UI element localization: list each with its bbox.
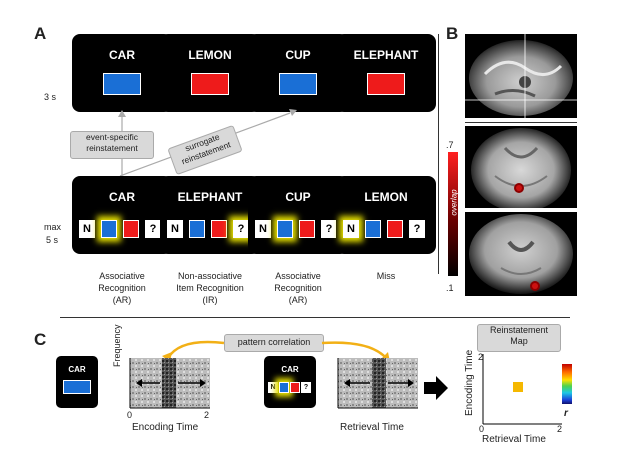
retrieval-trial-screen: CAR N ? <box>264 356 316 408</box>
condition-line: Recognition <box>98 283 146 293</box>
ret-xlabel: Retrieval Time <box>340 422 404 433</box>
option-blue-selected <box>101 220 117 238</box>
option-unsure-selected: ? <box>233 220 249 238</box>
encoding-word: CAR <box>109 48 135 62</box>
condition-line: (AR) <box>288 295 308 305</box>
map-xlabel: Retrieval Time <box>482 434 546 445</box>
option-new: N <box>255 220 271 238</box>
retrieval-trial-1: CAR N ? <box>72 176 172 254</box>
encoding-word: CAR <box>68 365 86 374</box>
encoding-trial-screen: CAR <box>56 356 98 408</box>
mri-axial-image <box>465 126 577 208</box>
option-blue <box>189 220 205 238</box>
panel-b-label: B <box>446 24 459 43</box>
condition-line: Item Recognition <box>176 283 244 293</box>
mri-divider <box>465 122 577 123</box>
condition-label-4: Miss <box>330 270 442 282</box>
retrieval-trial-4: LEMON N ? <box>336 176 436 254</box>
enc-axis-zero: 0 <box>127 410 133 420</box>
mri-sagittal-image <box>465 34 577 118</box>
option-red <box>387 220 403 238</box>
callout-event-specific: event-specific reinstatement <box>70 131 154 159</box>
condition-line: Associative <box>275 271 321 281</box>
option-blue <box>365 220 381 238</box>
reinstatement-map-axes <box>482 354 562 425</box>
option-red <box>299 220 315 238</box>
encoding-word: LEMON <box>188 48 232 62</box>
panel-c-label: C <box>34 330 47 349</box>
callout-line: reinstatement <box>86 143 138 153</box>
option-blue-selected <box>277 220 293 238</box>
retrieval-options: N ? <box>268 382 312 394</box>
overlap-colorbar <box>448 152 458 276</box>
encoding-trial-1: CAR <box>72 34 172 112</box>
map-x-zero: 0 <box>479 424 485 434</box>
option-new: N <box>167 220 183 238</box>
separator-vertical <box>438 34 439 274</box>
option-unsure: ? <box>409 220 425 238</box>
option-red <box>123 220 139 238</box>
r-label: r <box>564 408 568 419</box>
panel-a-label: A <box>34 24 47 43</box>
retrieval-word: ELEPHANT <box>177 190 243 204</box>
condition-line: Recognition <box>274 283 322 293</box>
color-square-red <box>367 73 405 95</box>
color-square-red <box>191 73 229 95</box>
retrieval-word: CAR <box>109 190 135 204</box>
color-square-blue <box>103 73 141 95</box>
map-ylabel: Encoding Time <box>464 349 475 416</box>
condition-line: (AR) <box>112 295 132 305</box>
scale-min-label: .1 <box>446 283 454 293</box>
scale-max-label: .7 <box>446 140 454 150</box>
separator-horizontal <box>60 317 570 318</box>
retrieval-word: LEMON <box>364 190 408 204</box>
option-red <box>290 382 300 393</box>
option-new: N <box>79 220 95 238</box>
condition-line: Non-associative <box>177 271 243 281</box>
retrieval-word: CAR <box>281 365 299 374</box>
r-colorbar <box>562 364 572 404</box>
retrieval-word: CUP <box>285 190 311 204</box>
retrieval-trial-2: ELEPHANT N ? <box>160 176 260 254</box>
condition-line: Associative <box>99 271 145 281</box>
option-new-selected: N <box>343 220 359 238</box>
timing-retrieval-max: max <box>44 222 62 232</box>
retrieval-trial-3: CUP N ? <box>248 176 348 254</box>
color-square-blue <box>279 73 317 95</box>
enc-xlabel: Encoding Time <box>132 422 199 433</box>
encoding-trial-2: LEMON <box>160 34 260 112</box>
map-title-line: Map <box>510 336 528 346</box>
encoding-spectrogram <box>129 358 210 409</box>
enc-ylabel: Frequency <box>112 324 122 367</box>
mri-coronal-image <box>465 212 577 296</box>
condition-line: Miss <box>376 271 396 281</box>
map-title-box: Reinstatement Map <box>477 324 561 352</box>
condition-label-2: Non-associative Item Recognition (IR) <box>154 270 266 306</box>
option-new: N <box>268 382 278 393</box>
retrieval-spectrogram <box>337 358 418 409</box>
timing-encoding: 3 s <box>44 92 57 102</box>
callout-line: event-specific <box>86 132 138 142</box>
encoding-word: CUP <box>285 48 311 62</box>
map-x-two: 2 <box>557 424 563 434</box>
encoding-trial-4: ELEPHANT <box>336 34 436 112</box>
map-y-two: 2 <box>478 352 484 362</box>
condition-label-3: Associative Recognition (AR) <box>242 270 354 306</box>
condition-line: (IR) <box>202 295 218 305</box>
option-red <box>211 220 227 238</box>
map-title-line: Reinstatement <box>489 325 549 335</box>
option-blue-selected <box>279 382 289 393</box>
enc-axis-two: 2 <box>204 410 210 420</box>
color-square-blue <box>63 380 91 394</box>
encoding-word: ELEPHANT <box>353 48 419 62</box>
timing-retrieval-5s: 5 s <box>46 235 59 245</box>
condition-label-1: Associative Recognition (AR) <box>66 270 178 306</box>
encoding-trial-3: CUP <box>248 34 348 112</box>
option-unsure: ? <box>301 382 311 393</box>
